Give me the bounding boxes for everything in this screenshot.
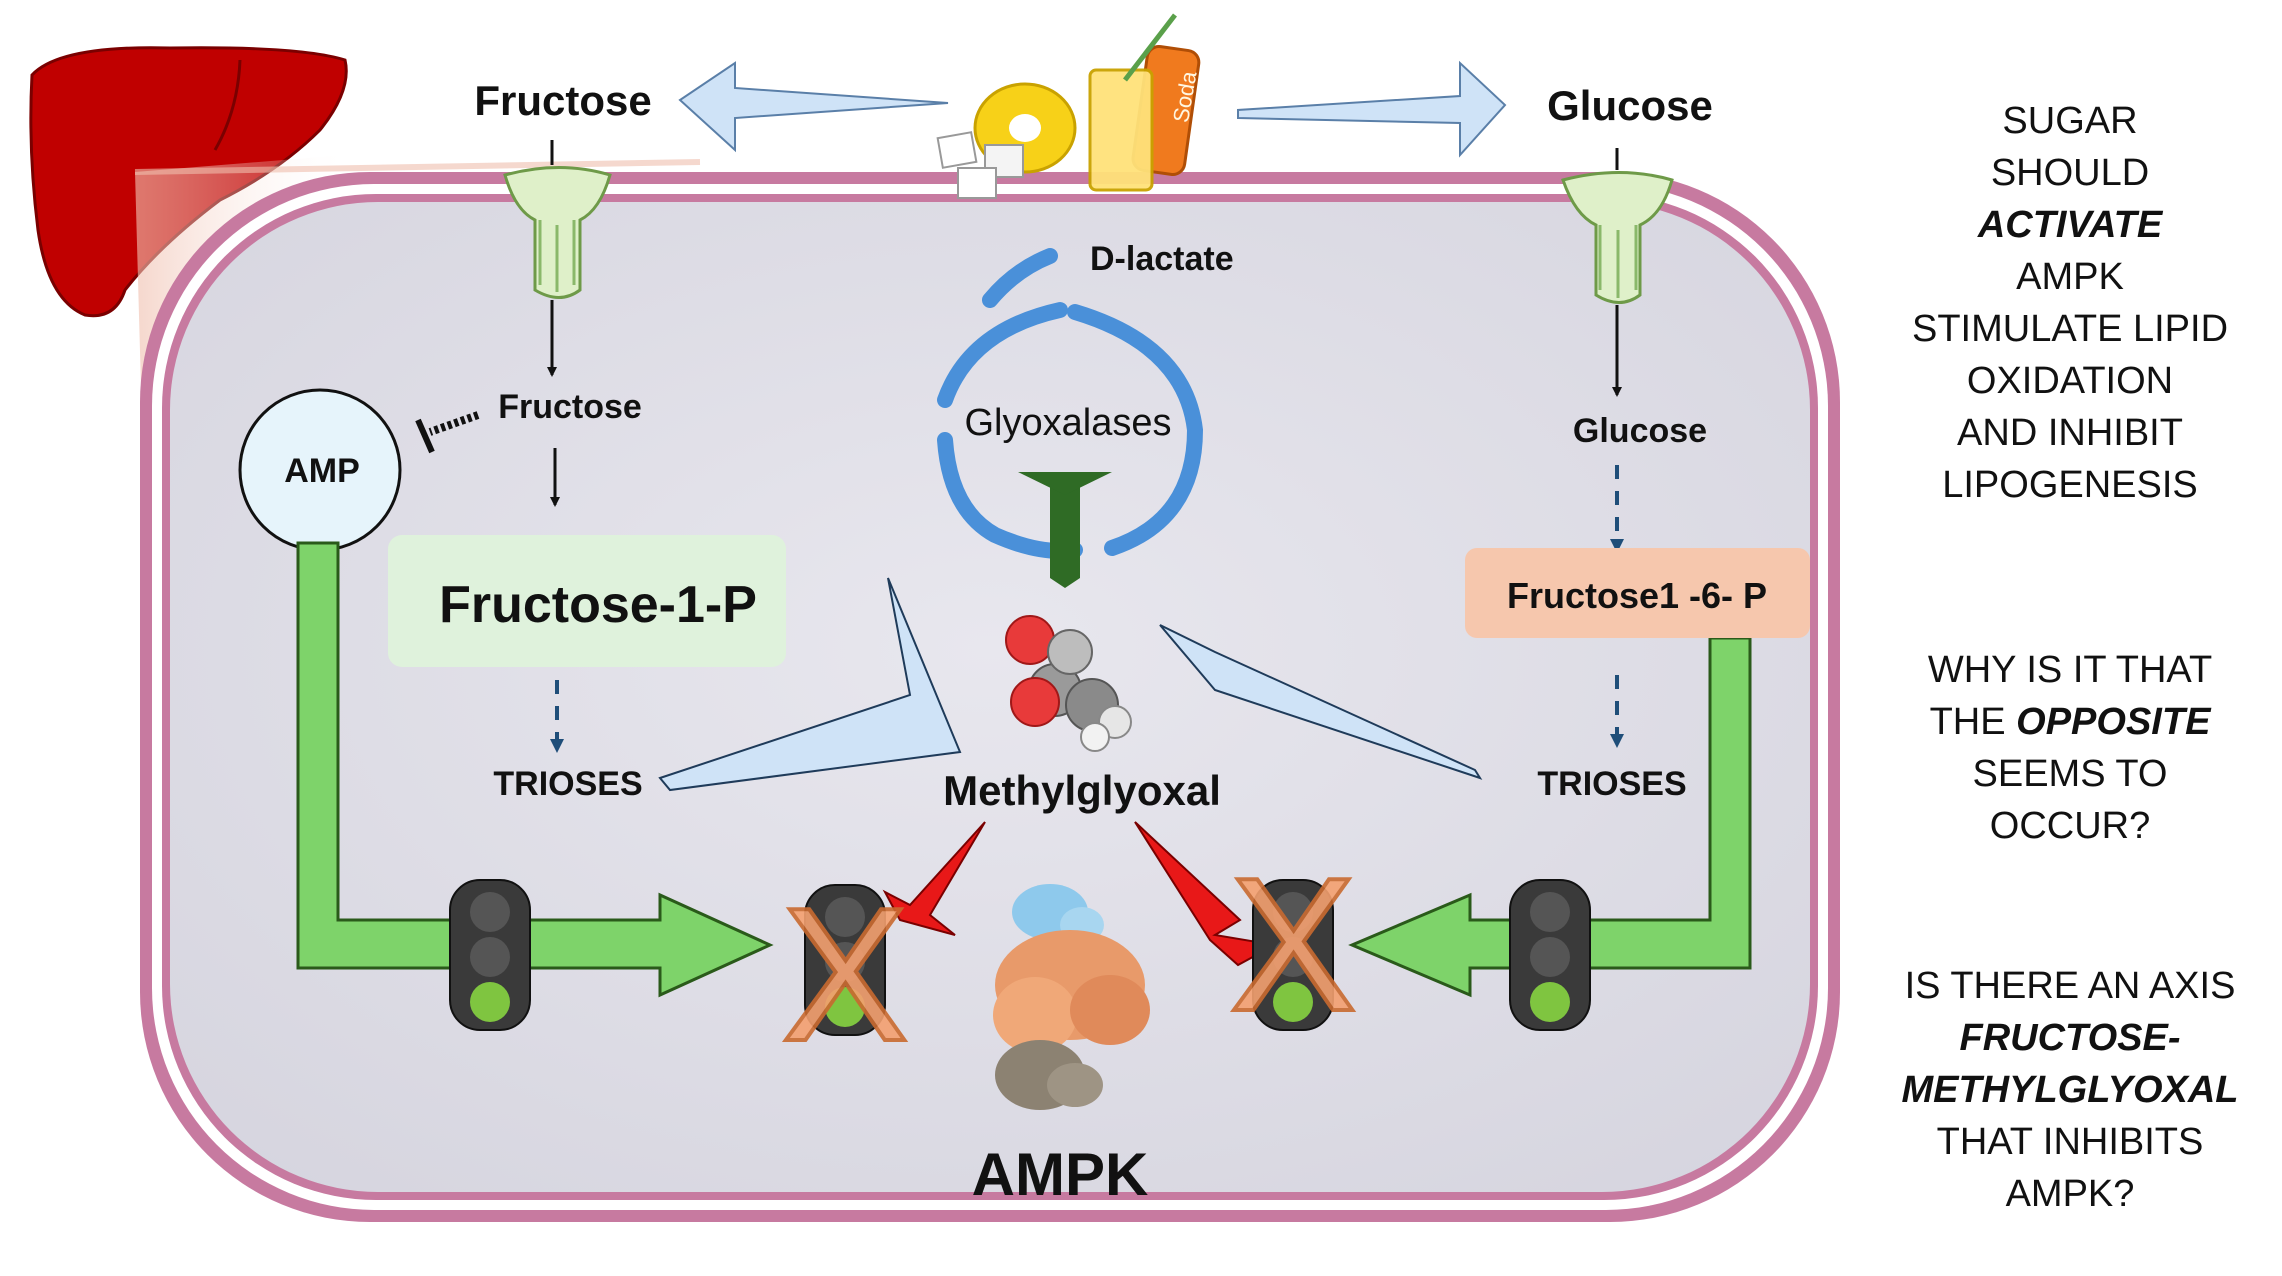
- sugar-drinks-icon: Soda: [936, 13, 1202, 199]
- glucose-top-label: Glucose: [1547, 82, 1713, 129]
- trioses-left-label: TRIOSES: [493, 765, 642, 803]
- x-mark-right: X: [1230, 839, 1357, 1051]
- traffic-light-icon: [449, 879, 531, 1031]
- side-note-3: IS THERE AN AXIS FRUCTOSE- METHYLGLYOXAL…: [1860, 960, 2280, 1220]
- note-line: LIPOGENESIS: [1942, 464, 2198, 506]
- arrow-sugar-to-fructose: [678, 61, 949, 153]
- note-line: SEEMS TO: [1972, 753, 2168, 795]
- note-line: OCCUR?: [1989, 805, 2151, 847]
- fructose-1-6-p-label: Fructose1 -6- P: [1507, 575, 1767, 616]
- glucose-inside-label: Glucose: [1573, 412, 1707, 450]
- arrow-trioses-left-to-mg: [658, 577, 962, 792]
- transporter-icon: [1561, 171, 1674, 304]
- arrow-sugar-to-glucose: [1237, 60, 1507, 158]
- side-note-1: SUGAR SHOULD ACTIVATE AMPK STIMULATE LIP…: [1860, 95, 2280, 511]
- inhibit-red-left: [882, 821, 986, 936]
- note-line: STIMULATE LIPID: [1911, 308, 2229, 350]
- note-line: THE OPPOSITE: [1860, 696, 2280, 748]
- inhibition-arrow-fructose-amp: [415, 411, 480, 454]
- note-line: OXIDATION: [1966, 360, 2174, 402]
- fructose-1-p-box: [388, 535, 786, 667]
- amp-label: AMP: [284, 452, 360, 490]
- traffic-light-icon: [804, 884, 886, 1036]
- arrow-trioses-right-to-mg: [1159, 624, 1483, 780]
- green-inhibitor-arrow: [1050, 475, 1080, 588]
- methylglyoxal-label: Methylglyoxal: [943, 767, 1221, 814]
- transporter-icon: [503, 166, 612, 299]
- molecule-icon: [1005, 615, 1132, 752]
- note-line: SUGAR: [2002, 100, 2138, 142]
- note-line-emphasis: FRUCTOSE-: [1959, 1017, 2181, 1059]
- note-line: SHOULD: [1990, 152, 2150, 194]
- note-line: AMPK: [2016, 256, 2124, 298]
- traffic-light-icon: [1252, 879, 1334, 1031]
- fructose-inside-label: Fructose: [498, 388, 642, 426]
- cell-membrane: [140, 172, 1840, 1222]
- note-line-emphasis: ACTIVATE: [1977, 204, 2163, 246]
- traffic-light-icon: [1509, 879, 1591, 1031]
- d-lactate-label: D-lactate: [1090, 240, 1234, 278]
- x-mark-left: X: [782, 869, 909, 1081]
- side-note-2: WHY IS IT THAT THE OPPOSITE SEEMS TO OCC…: [1860, 644, 2280, 852]
- note-line: WHY IS IT THAT: [1927, 649, 2213, 691]
- fructose-1-p-label: Fructose-1-P: [439, 576, 757, 634]
- ampk-label: AMPK: [972, 1141, 1149, 1208]
- note-fragment: THE: [1929, 701, 2017, 743]
- note-line: AMPK?: [2005, 1173, 2135, 1215]
- note-fragment-emphasis: OPPOSITE: [2016, 701, 2211, 743]
- note-line: IS THERE AN AXIS: [1904, 965, 2236, 1007]
- note-line: AND INHIBIT: [1957, 412, 2183, 454]
- note-line: THAT INHIBITS: [1936, 1121, 2204, 1163]
- ampk-protein-icon: [993, 884, 1150, 1110]
- fructose-top-label: Fructose: [474, 77, 651, 124]
- note-line-emphasis: METHYLGLYOXAL: [1901, 1069, 2239, 1111]
- trioses-right-label: TRIOSES: [1537, 765, 1686, 803]
- fructose-1-6-p-box: [1465, 548, 1810, 638]
- glyoxalases-label: Glyoxalases: [965, 402, 1172, 444]
